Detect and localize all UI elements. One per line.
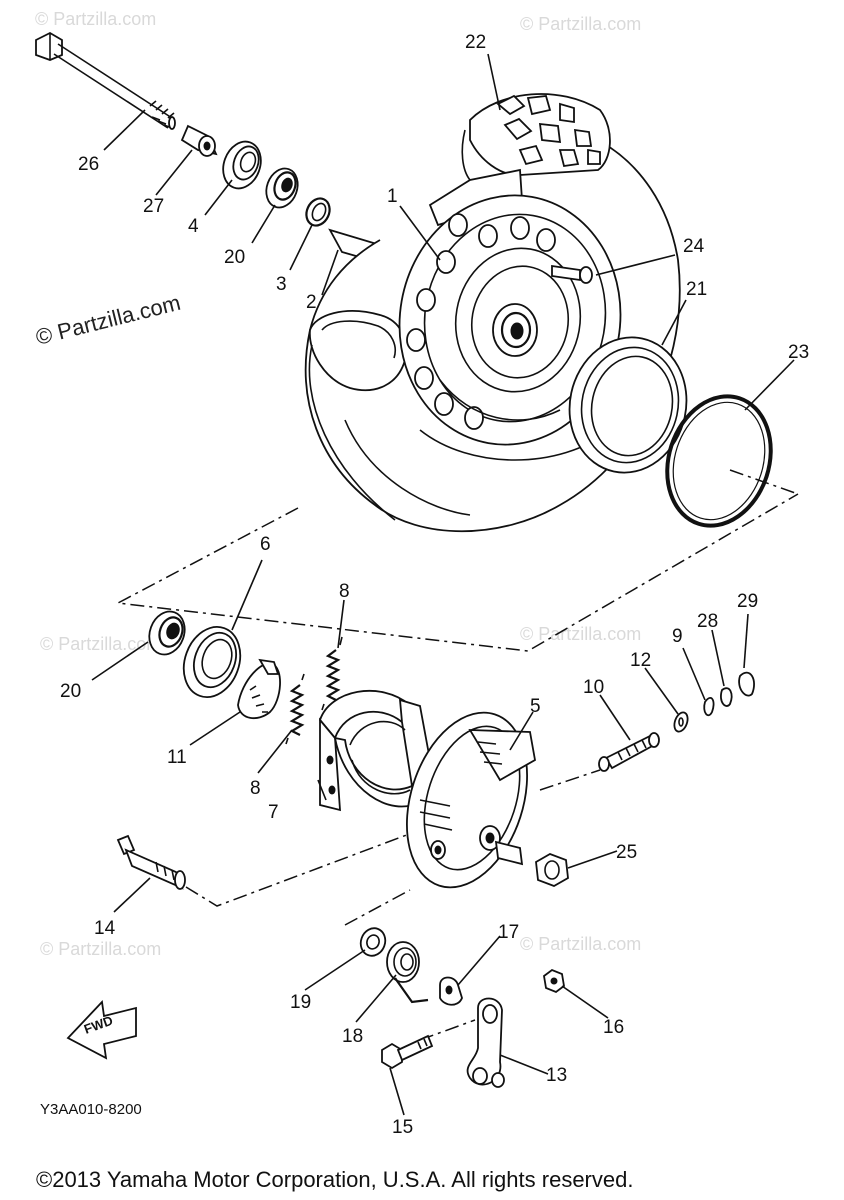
callout-3: 3	[276, 274, 287, 295]
tread-blocks	[496, 94, 601, 168]
part-13-lever	[466, 997, 505, 1088]
callout-29: 29	[737, 591, 758, 612]
fwd-arrow-icon: FWD	[66, 1000, 137, 1060]
callout-7: 7	[268, 802, 279, 823]
callout-4: 4	[188, 216, 199, 237]
callout-2: 2	[306, 292, 317, 313]
part-20-bearing-lower	[148, 610, 186, 656]
part-17-plate	[439, 976, 463, 1006]
callout-17: 17	[498, 922, 519, 943]
callout-28: 28	[697, 611, 718, 632]
callout-5: 5	[530, 696, 541, 717]
part-6-oil-seal	[182, 626, 242, 698]
rim-holes	[406, 213, 556, 430]
callout-13: 13	[546, 1065, 567, 1086]
callout-20-lower: 20	[60, 681, 81, 702]
part-26-axle	[35, 31, 176, 130]
watermark: © Partzilla.com	[520, 624, 641, 644]
callout-20-top: 20	[224, 247, 245, 268]
callout-15: 15	[392, 1117, 413, 1138]
callout-9: 9	[672, 626, 683, 647]
callout-16: 16	[603, 1017, 624, 1038]
part-15-bolt	[381, 1034, 434, 1070]
part-25-nut	[535, 853, 569, 887]
part-24-valve	[551, 264, 593, 284]
callout-22: 22	[465, 32, 486, 53]
callout-21: 21	[686, 279, 707, 300]
callout-26: 26	[78, 154, 99, 175]
callout-23: 23	[788, 342, 809, 363]
callout-11: 11	[167, 747, 187, 768]
part-8-springs	[285, 636, 343, 745]
watermark: © Partzilla.com	[33, 290, 183, 350]
watermark: © Partzilla.com	[40, 939, 161, 959]
part-19-washer	[359, 927, 387, 957]
part-12-washer	[673, 711, 689, 733]
part-3-circlip	[305, 197, 331, 227]
callout-10: 10	[583, 677, 604, 698]
part-23-ring	[665, 394, 773, 528]
callout-1: 1	[387, 186, 398, 207]
callout-27: 27	[143, 196, 164, 217]
callout-24: 24	[683, 236, 705, 257]
part-27-collar	[180, 124, 218, 157]
part-18-spring	[386, 941, 429, 1004]
assembly-lines	[115, 469, 799, 1041]
callout-19: 19	[290, 992, 311, 1013]
copyright: ©2013 Yamaha Motor Corporation, U.S.A. A…	[36, 1167, 633, 1192]
diagram-code: Y3AA010-8200	[40, 1101, 142, 1118]
watermark: © Partzilla.com	[35, 9, 156, 29]
part-21-rim-band	[568, 336, 688, 474]
part-4-oil-seal	[222, 140, 262, 190]
callout-14: 14	[94, 918, 116, 939]
part-20-bearing-top	[265, 167, 299, 209]
part-5-brake-plate	[406, 711, 536, 889]
callouts: 22 1 24 21 23 26 27 4 20 3 2 6 8 20 11 8…	[60, 32, 809, 1138]
callout-8-top: 8	[339, 581, 350, 602]
callout-6: 6	[260, 534, 271, 555]
part-9-28-29-small	[703, 671, 755, 717]
part-11-gear	[237, 658, 281, 720]
callout-8-lower: 8	[250, 778, 261, 799]
watermark: © Partzilla.com	[520, 14, 641, 34]
callout-12: 12	[630, 650, 651, 671]
part-16-nut	[543, 968, 565, 994]
callout-25: 25	[616, 842, 637, 863]
watermark: © Partzilla.com	[520, 934, 641, 954]
callout-18: 18	[342, 1026, 363, 1047]
part-14-cam-shaft	[116, 834, 186, 890]
watermark: © Partzilla.com	[40, 634, 161, 654]
part-10-stud	[598, 732, 660, 772]
leader-lines	[91, 53, 795, 1116]
